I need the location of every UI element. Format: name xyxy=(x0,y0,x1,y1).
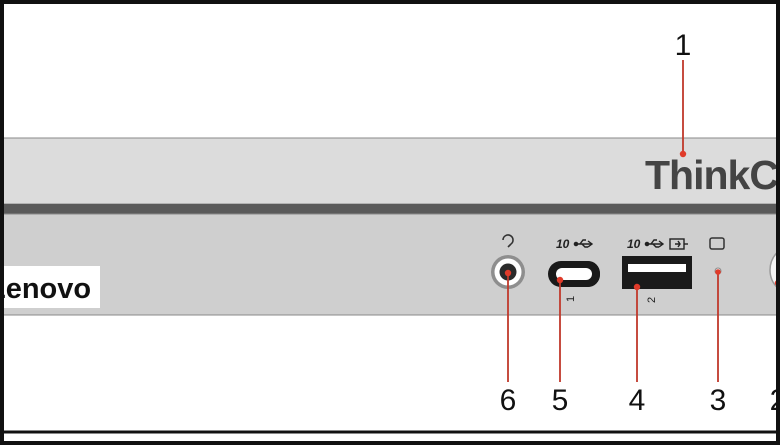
callout-dot-1 xyxy=(679,150,687,158)
callout-dot-6 xyxy=(504,269,512,277)
callout-number-1: 1 xyxy=(675,29,692,62)
callout-dot-4 xyxy=(633,283,641,291)
callout-dot-3 xyxy=(715,269,721,275)
model-wordmark: ThinkCentre xyxy=(645,152,780,198)
charging-icon xyxy=(669,238,688,250)
usb-a-speed-label: 10 xyxy=(627,237,641,251)
usb-c-speed-label: 10 xyxy=(556,237,570,251)
callout-dot-5 xyxy=(556,276,564,284)
callout-number-4: 4 xyxy=(629,384,646,417)
callout-number-6: 6 xyxy=(500,384,517,417)
usb-a-port-number: 2 xyxy=(646,297,658,303)
headset-icon xyxy=(502,234,514,248)
callout-number-5: 5 xyxy=(552,384,569,417)
usb-a-port xyxy=(622,256,692,289)
chassis-dark-band xyxy=(0,204,780,214)
callout-number-2: 2 xyxy=(770,384,780,417)
storage-drive-icon xyxy=(709,237,725,250)
usb-a-symbol-icon xyxy=(644,239,665,248)
vendor-wordmark: Lenovo xyxy=(0,273,91,305)
usb-c-port xyxy=(548,261,600,287)
usb-c-symbol-icon xyxy=(573,239,594,248)
callout-dots xyxy=(504,150,780,291)
usb-c-port-number: 1 xyxy=(565,296,577,302)
chassis-top-panel xyxy=(0,137,780,205)
callout-number-3: 3 xyxy=(710,384,727,417)
vendor-badge xyxy=(0,266,100,308)
